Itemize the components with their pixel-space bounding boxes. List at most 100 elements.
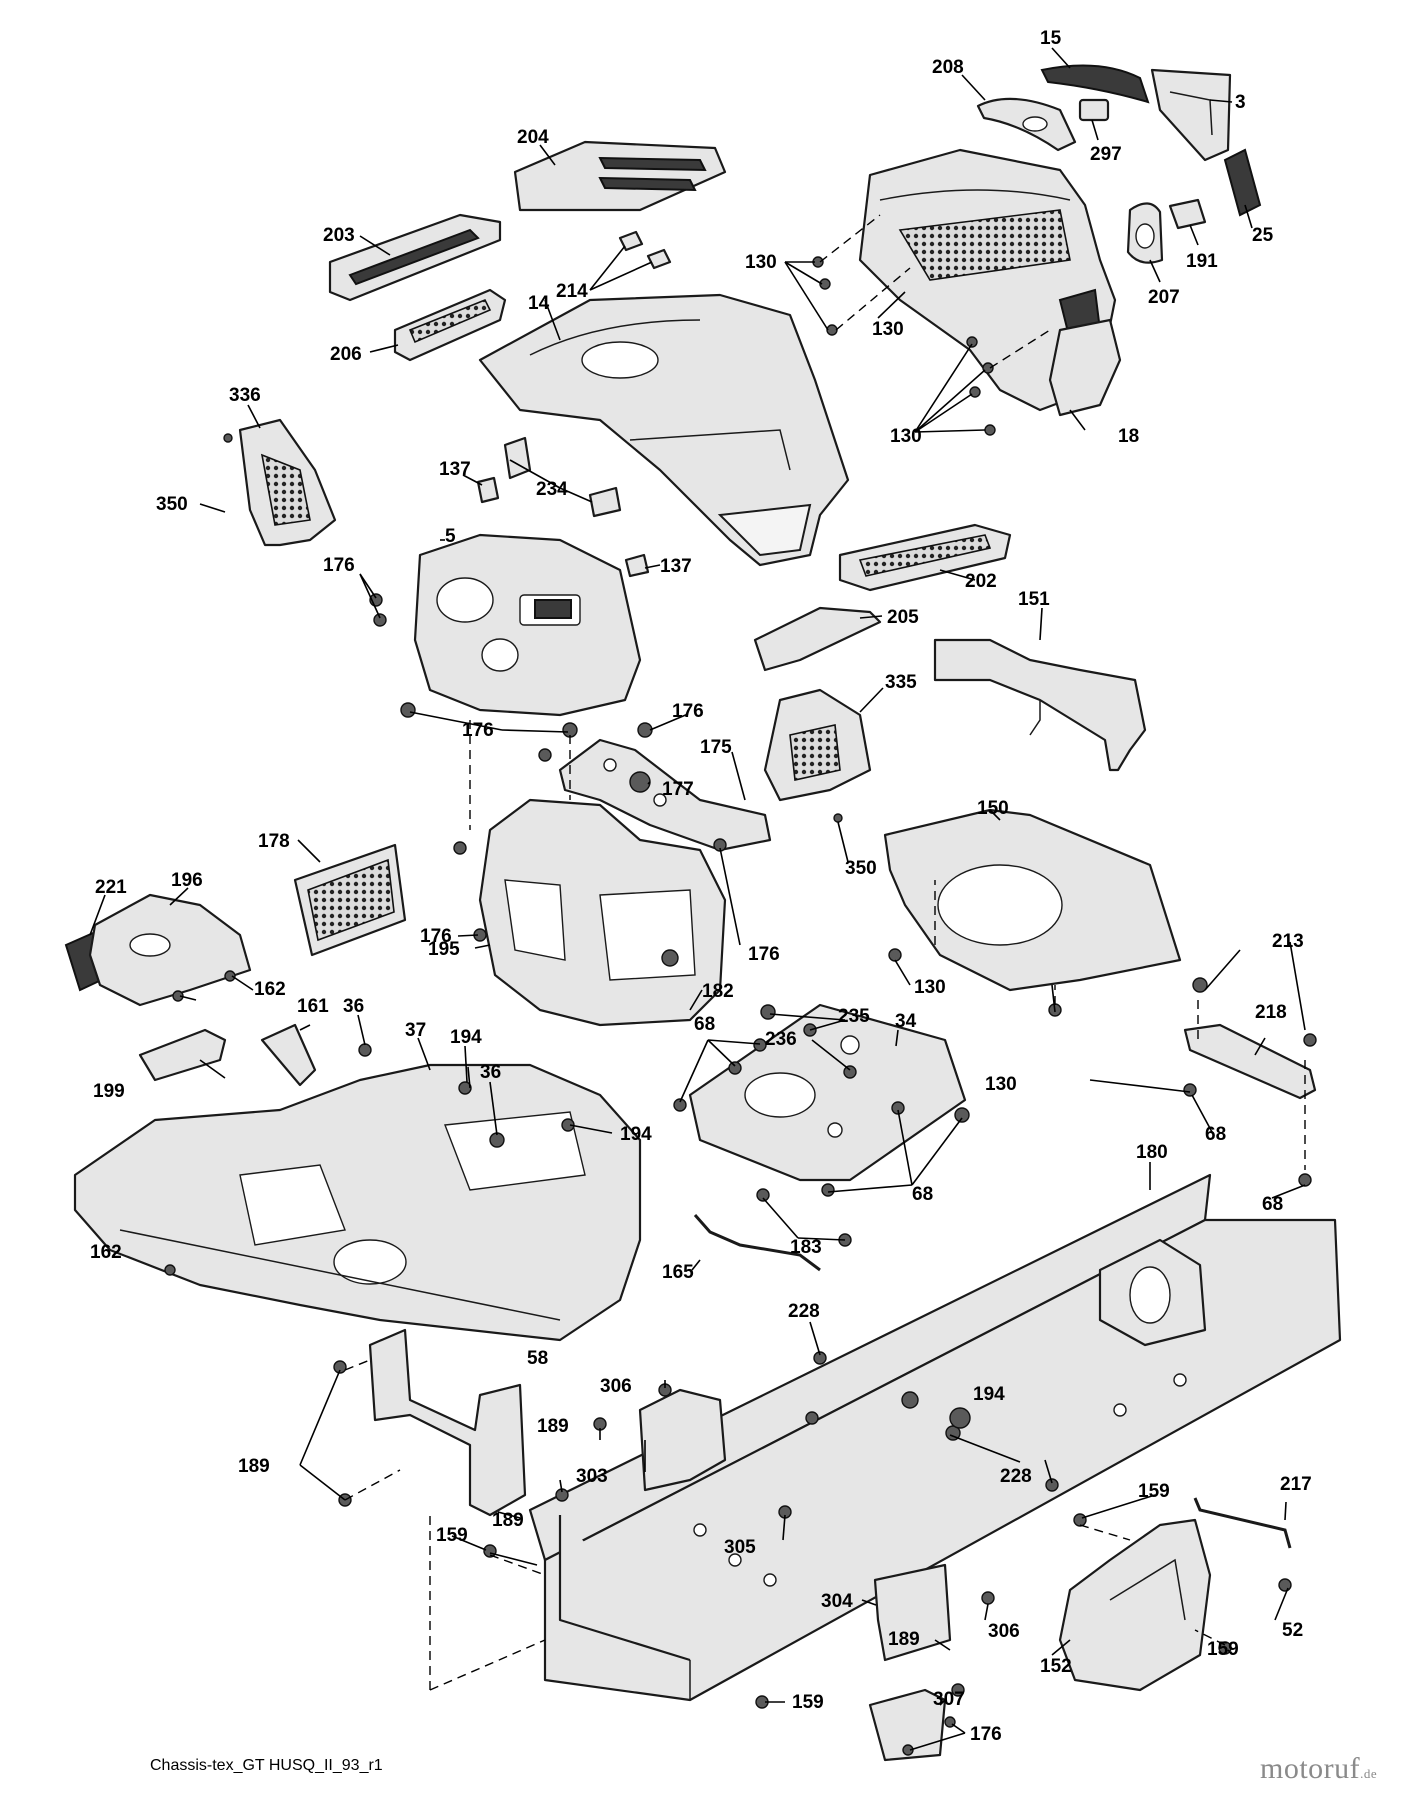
- callout-15: 15: [1040, 28, 1062, 49]
- callout-191: 191: [1186, 251, 1218, 272]
- part-25-trim: [1223, 148, 1262, 217]
- callout-195: 195: [428, 939, 460, 960]
- callout-5: 5: [445, 526, 456, 547]
- part-5-dash-console: [413, 533, 642, 717]
- callout-68-b: 68: [1205, 1124, 1226, 1145]
- callout-130-e: 130: [985, 1074, 1017, 1095]
- callout-130-c: 130: [890, 426, 922, 447]
- callout-68-d: 68: [1262, 1194, 1283, 1215]
- callout-235: 235: [838, 1006, 870, 1027]
- fastener-bolts: [164, 256, 1317, 1756]
- callout-213: 213: [1272, 931, 1304, 952]
- part-137-clips: [476, 476, 650, 578]
- callout-189-b: 189: [238, 1456, 270, 1477]
- callout-236: 236: [765, 1029, 797, 1050]
- callout-182: 182: [702, 981, 734, 1002]
- callout-25: 25: [1252, 225, 1274, 246]
- callout-194-c: 194: [973, 1384, 1005, 1405]
- callout-189-a: 189: [537, 1416, 569, 1437]
- callout-203: 203: [323, 225, 355, 246]
- callout-175: 175: [700, 737, 732, 758]
- part-161-trim: [260, 1023, 317, 1087]
- callout-214: 214: [556, 281, 588, 302]
- part-191-clip: [1168, 198, 1207, 230]
- part-335-side-panel: [763, 688, 872, 802]
- callout-159-d: 159: [792, 1692, 824, 1713]
- part-336-side-panel: [238, 418, 337, 547]
- part-15-dash-trim: [1040, 64, 1150, 104]
- callout-130-a: 130: [745, 252, 777, 273]
- callout-36-a: 36: [343, 996, 364, 1017]
- callout-199: 199: [93, 1081, 125, 1102]
- callout-176-a: 176: [323, 555, 355, 576]
- callout-176-d: 176: [420, 926, 452, 947]
- callout-159-b: 159: [436, 1525, 468, 1546]
- callout-194-b: 194: [620, 1124, 652, 1145]
- callout-228-b: 228: [1000, 1466, 1032, 1487]
- part-206-grille: [393, 288, 507, 362]
- callout-176-b: 176: [672, 701, 704, 722]
- callout-159-c: 159: [1207, 1639, 1239, 1660]
- part-203-rail: [328, 213, 502, 302]
- callout-14: 14: [528, 293, 550, 314]
- callout-176-f: 176: [970, 1724, 1002, 1745]
- callout-18: 18: [1118, 426, 1139, 447]
- part-199-bracket: [138, 1028, 227, 1082]
- part-217-rod: [1193, 1497, 1292, 1549]
- callout-137-b: 137: [660, 556, 692, 577]
- callout-208: 208: [932, 57, 964, 78]
- watermark-logo: motoruf.de: [1260, 1752, 1377, 1786]
- part-178-vent-plate: [293, 843, 407, 957]
- callout-297: 297: [1090, 144, 1122, 165]
- callout-151: 151: [1018, 589, 1050, 610]
- callout-335: 335: [885, 672, 917, 693]
- part-204-hood-vent: [513, 140, 727, 212]
- callout-152: 152: [1040, 1656, 1072, 1677]
- part-205-trim: [753, 606, 882, 672]
- callout-165: 165: [662, 1262, 694, 1283]
- callout-189-d: 189: [888, 1629, 920, 1650]
- callout-labels: 15 208 3 297 204 25 191 207 203 130 214 …: [90, 28, 1312, 1745]
- callout-305: 305: [724, 1537, 756, 1558]
- callout-306-a: 306: [600, 1376, 632, 1397]
- callout-176-c: 176: [462, 720, 494, 741]
- part-297-clip: [1078, 98, 1110, 122]
- callout-350-b: 350: [845, 858, 877, 879]
- callout-150: 150: [977, 798, 1009, 819]
- callout-37: 37: [405, 1020, 426, 1041]
- callout-303: 303: [576, 1466, 608, 1487]
- callout-162-a: 162: [254, 979, 286, 1000]
- part-151-bracket: [933, 638, 1147, 772]
- callout-306-b: 306: [988, 1621, 1020, 1642]
- part-208-bracket: [976, 97, 1077, 152]
- callout-304: 304: [821, 1591, 853, 1612]
- callout-52: 52: [1282, 1620, 1303, 1641]
- callout-36-b: 36: [480, 1062, 501, 1083]
- part-214-clips: [618, 230, 672, 270]
- part-196-rear-fender-cap: [88, 893, 252, 1007]
- part-14-hood: [478, 293, 850, 567]
- callout-234: 234: [536, 479, 568, 500]
- callout-130-b: 130: [872, 319, 904, 340]
- part-182-lower-dash: [478, 798, 727, 1027]
- part-front-grille-assembly: [858, 148, 1117, 412]
- callout-176-e: 176: [748, 944, 780, 965]
- part-175-bracket: [558, 738, 772, 852]
- callout-68-a: 68: [694, 1014, 715, 1035]
- part-304-plate: [873, 1563, 952, 1662]
- callout-162-b: 162: [90, 1242, 122, 1263]
- callout-183: 183: [790, 1237, 822, 1258]
- callout-3: 3: [1235, 92, 1246, 113]
- part-303-plate: [638, 1388, 727, 1492]
- watermark-suffix: .de: [1360, 1766, 1378, 1781]
- callout-205: 205: [887, 607, 919, 628]
- callout-336: 336: [229, 385, 261, 406]
- callout-204: 204: [517, 127, 549, 148]
- part-37-rear-fender: [73, 1063, 642, 1342]
- callout-196: 196: [171, 870, 203, 891]
- part-234-pads: [503, 436, 622, 518]
- callout-206: 206: [330, 344, 362, 365]
- drawing-reference: Chassis-tex_GT HUSQ_II_93_r1: [150, 1757, 383, 1774]
